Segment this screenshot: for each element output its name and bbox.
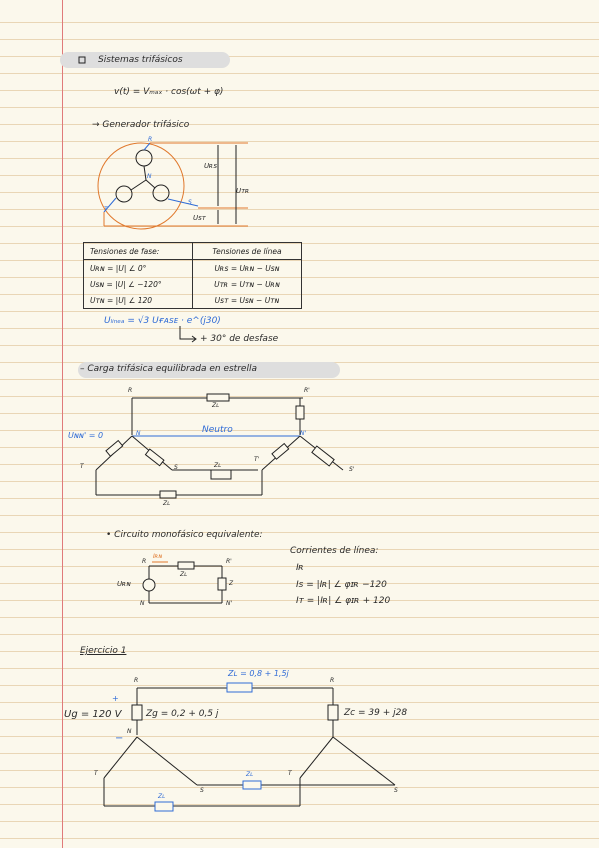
exercise-t1: T [94,770,98,777]
mono-z-label: Z [229,580,234,587]
phase-shift-note: + 30° de desfase [200,334,279,344]
gen-label-n: N [147,173,152,180]
generator-diagram [97,142,248,230]
star-label-n: N [136,430,141,437]
mono-n-label: N [140,600,145,607]
section1-title: Sistemas trifásicos [98,55,183,65]
gen-label-u-rs: Uʀs [204,162,217,170]
exercise-s1: S [200,787,204,794]
exercise-zl: Zʟ = 0,8 + 1,5j [228,669,289,678]
mono-rp-label: R' [226,558,232,565]
zl-bottom-label: Zʟ [163,500,171,507]
star-label-r: R [128,387,133,394]
hook-arrow-icon [179,326,196,340]
mono-zl-label: Zʟ [180,571,188,578]
mono-heading: • Circuito monofásico equivalente: [106,530,263,540]
neutro-label: Neutro [202,425,233,435]
star-label-rp: R' [304,387,310,394]
section1-highlight [60,52,230,68]
phase-line-table: Tensiones de fase: Tensiones de línea Uʀ… [83,242,302,309]
currents-title: Corrientes de línea: [290,546,379,556]
exercise-r1: R [134,677,139,684]
table-head-phase: Tensiones de fase: [83,242,193,260]
table-cell: Uʀs = Uʀɴ − Usɴ [192,259,302,276]
exercise-zc: Zc = 39 + j28 [344,708,408,718]
gen-label-s: S [188,199,192,206]
exercise-r2: R [330,677,335,684]
exercise-s2: S [394,787,398,794]
exercise-n: N [127,728,132,735]
mono-current-label: Iʀɴ [153,553,163,560]
table-cell: Usᴛ = Usɴ − Uᴛɴ [192,292,302,309]
exercise-minus: − [115,733,124,744]
section2-title: – Carga trifásica equilibrada en estrell… [80,364,257,374]
table-cell: Usɴ = |U| ∠ −120° [83,276,193,292]
star-label-sp: S' [349,466,355,473]
margin-line [62,0,63,848]
mono-r-label: R [142,558,147,565]
star-load-diagram [95,393,344,499]
mono-source-label: Uʀɴ [117,580,131,588]
mono-np-label: N' [226,600,233,607]
exercise-ug: Ug = 120 V [64,709,122,720]
line-voltage-formula: Uₗᵢₙₑₐ = √3 Uғᴀsᴇ · e^(j30) [104,316,221,326]
monophase-circuit [142,561,227,604]
star-label-t: T [80,463,84,470]
star-label-np: N' [300,430,307,437]
exercise-zg: Zg = 0,2 + 0,5 j [146,709,219,719]
gen-label-t: T [104,206,108,213]
checkbox-square-icon [78,56,86,64]
exercise-title: Ejercicio 1 [80,646,127,656]
table-cell: Uᴛʀ = Uᴛɴ − Uʀɴ [192,276,302,292]
exercise-circuit [103,682,396,812]
zl-mid-label: Zʟ [214,462,222,469]
star-label-s: S [174,464,178,471]
sinusoid-formula: v(t) = Vₘₐₓ · cos(ωt + φ) [114,87,224,97]
exercise-t2: T [288,770,292,777]
gen-label-r: R [148,136,153,143]
exercise-plus: + [112,694,119,703]
current-s: Is = |Iʀ| ∠ φɪʀ −120 [296,580,387,590]
current-r: Iʀ [296,563,305,573]
table-cell: Uʀɴ = |U| ∠ 0° [83,259,193,276]
ac-source-icon [142,578,156,592]
gen-label-u-st: Usᴛ [193,214,206,222]
exercise-zl-mid: Zʟ [246,771,254,778]
exercise-zl-bottom: Zʟ [158,793,166,800]
table-cell: Uᴛɴ = |U| ∠ 120 [83,292,193,309]
u-nn-label: Uɴɴ' = 0 [68,431,104,440]
zl-top-label: Zʟ [212,402,220,409]
gen-label-u-tr: Uᴛʀ [236,187,250,195]
star-label-tp: T' [254,456,260,463]
generator-heading: → Generador trifásico [92,120,190,130]
table-head-line: Tensiones de línea [192,242,302,260]
current-t: Iᴛ = |Iʀ| ∠ φɪʀ + 120 [296,596,391,606]
section2-highlight [78,362,340,378]
